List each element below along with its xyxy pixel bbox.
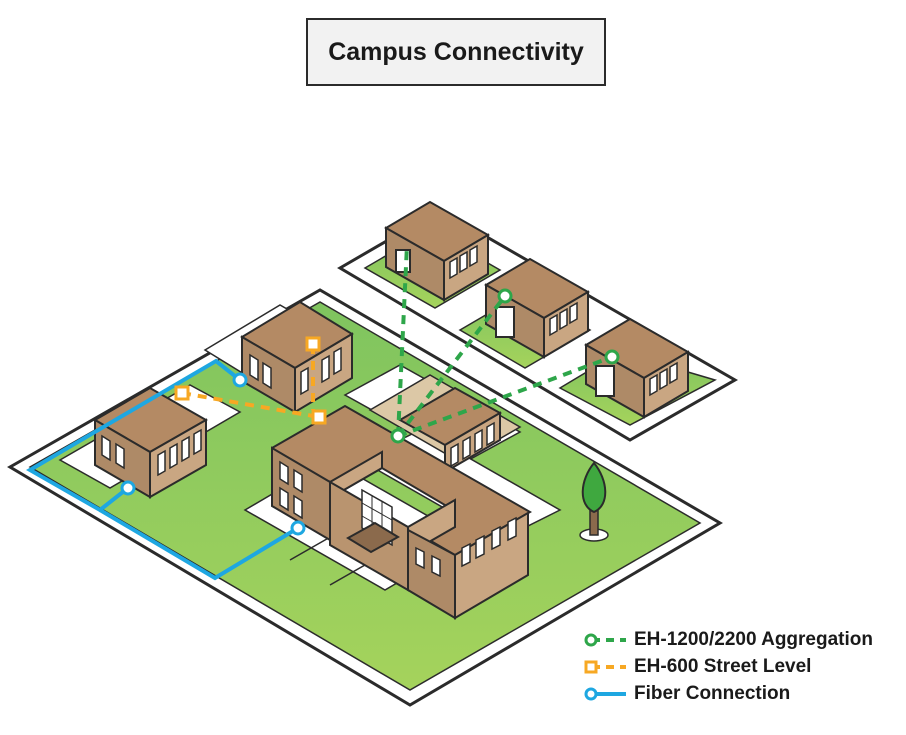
street-level-lines [181, 345, 320, 419]
building-left [93, 386, 209, 499]
building-middle-left [240, 300, 354, 414]
legend-label: EH-1200/2200 Aggregation [634, 628, 873, 650]
legend-label: EH-600 Street Level [634, 655, 812, 677]
legend: EH-1200/2200 Aggregation EH-600 Street L… [582, 626, 873, 707]
street-level-node [311, 409, 327, 425]
street-level-node [305, 336, 321, 352]
aggregation-node [604, 349, 620, 365]
diagram-title: Campus Connectivity [328, 37, 584, 66]
tree [579, 461, 609, 542]
fiber-node [232, 372, 248, 388]
aggregation-node [497, 288, 513, 304]
aggregation-node [390, 428, 406, 444]
aggregation-lines [396, 244, 613, 438]
building-main [271, 404, 533, 620]
aggregation-legend-icon [584, 633, 626, 646]
legend-item-fiber: Fiber Connection [582, 680, 873, 707]
legend-item-street-level: EH-600 Street Level [582, 653, 873, 680]
title-box: Campus Connectivity [306, 18, 606, 86]
legend-label: Fiber Connection [634, 682, 791, 704]
street-level-node [174, 385, 190, 401]
fiber-legend-icon [584, 687, 626, 700]
fiber-connection-lines [26, 358, 300, 581]
fiber-node [120, 480, 136, 496]
building-upper-1 [384, 200, 490, 302]
legend-item-aggregation: EH-1200/2200 Aggregation [582, 626, 873, 653]
street-level-legend-icon [584, 660, 626, 673]
fiber-node [290, 520, 306, 536]
